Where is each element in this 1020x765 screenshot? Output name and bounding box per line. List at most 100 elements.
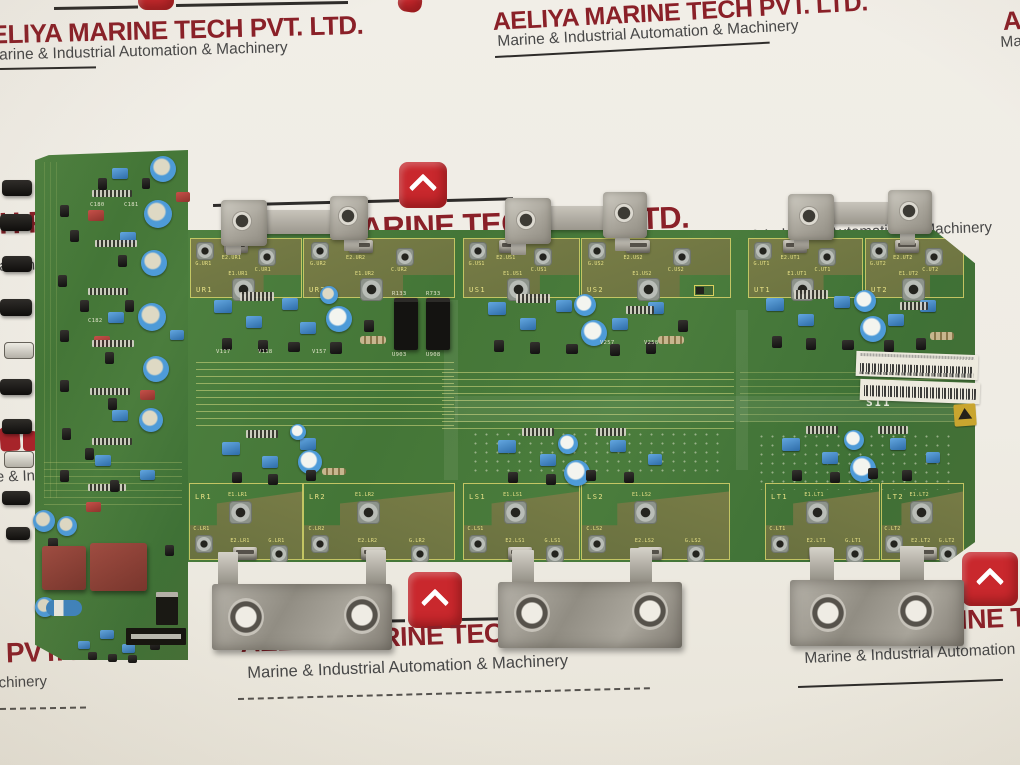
busbar-foot — [810, 548, 834, 584]
pad-label-c: C.UT2 — [922, 267, 939, 273]
component-capacitor-red — [176, 192, 190, 202]
component-transistor — [258, 340, 268, 352]
component-transistor — [508, 472, 518, 483]
pad-label-e1: E1.US2 — [632, 271, 652, 277]
busbar-foot — [615, 238, 630, 251]
pad-c — [926, 249, 943, 265]
component-transistor — [70, 230, 79, 242]
busbar-hole — [799, 206, 819, 226]
pad-g — [311, 243, 328, 259]
pad-label-c: C.LT1 — [769, 526, 786, 532]
component-capacitor-electrolytic — [581, 320, 607, 346]
pad-label-c: C.LR1 — [193, 526, 210, 532]
busbar-hole — [899, 201, 919, 221]
pad-label-e1: E1.LR2 — [355, 492, 375, 498]
component-transistor — [88, 652, 97, 660]
esd-warning-sticker — [953, 403, 977, 427]
driver-section-us2: G.US2 E2.US2 C.US2 E1.US2 US2 — [581, 238, 731, 300]
clip-e2 — [232, 547, 257, 560]
component-capacitor-electrolytic — [141, 250, 167, 276]
component-diode — [0, 379, 32, 395]
component-capacitor-blue — [556, 300, 572, 312]
component-capacitor-blue — [498, 440, 516, 453]
pcb-traces — [196, 362, 454, 426]
component-transistor — [288, 342, 300, 352]
component-capacitor-blue — [112, 410, 128, 421]
component-capacitor-blue — [300, 438, 316, 450]
pad-label-c: C.LR2 — [308, 526, 325, 532]
aeliya-logo — [396, 0, 424, 14]
busbar-bottom-1 — [210, 548, 395, 652]
busbar-hole — [516, 210, 536, 230]
barcode-icon — [863, 385, 977, 400]
pad-g — [270, 546, 287, 562]
watermark-rule — [0, 66, 97, 70]
component-resistor-array — [626, 306, 654, 314]
component-capacitor-blue — [782, 438, 800, 451]
component-diode — [6, 527, 30, 540]
ref-v258: V258 — [644, 340, 659, 346]
busbar-hole — [228, 598, 264, 636]
pad-label-e1: E1.LR1 — [228, 492, 248, 498]
driver-section-ut2: G.UT2 E2.UT2 C.UT2 E1.UT2 UT2 — [865, 238, 964, 300]
component-capacitor-blue — [112, 168, 128, 179]
pad-label-e2: E2.US2 — [623, 255, 643, 261]
pad-label-e1: E1.UT1 — [787, 271, 807, 277]
pad-g — [196, 243, 213, 259]
component-diode — [2, 419, 32, 434]
component-transistor — [60, 470, 69, 482]
pad-c — [535, 249, 552, 265]
pad-label-e2: E2.UT1 — [780, 255, 800, 261]
component-capacitor-red — [88, 210, 104, 221]
component-transistor — [916, 338, 926, 350]
pad-label-e2: E2.UR2 — [346, 255, 366, 261]
busbar-foot — [366, 550, 386, 586]
component-transistor — [806, 338, 816, 350]
component-transistor — [125, 300, 134, 312]
component-resistor-array — [95, 240, 137, 247]
clip-e2 — [626, 240, 651, 253]
watermark-rule — [798, 678, 1003, 688]
pad-c — [673, 249, 690, 265]
component-transistor — [110, 480, 119, 492]
section-label: LT1 — [771, 493, 789, 501]
pad-e1 — [361, 279, 382, 300]
component-capacitor-blue — [122, 644, 135, 653]
component-capacitor-electrolytic — [143, 356, 169, 382]
pad-label-e1: E1.LS1 — [503, 492, 523, 498]
component-capacitor-electrolytic — [144, 200, 172, 228]
pad-c — [311, 536, 328, 552]
pad-label-g: G.UT1 — [753, 261, 770, 267]
component-capacitor-electrolytic — [57, 516, 77, 536]
component-resistor-array — [88, 484, 126, 491]
pad-label-g: G.UT2 — [869, 261, 886, 267]
pad-e1 — [902, 279, 924, 300]
busbar-hole — [514, 594, 550, 632]
section-label: UR1 — [196, 286, 214, 294]
watermark-rule — [0, 706, 87, 710]
ref-r133: R133 — [392, 291, 407, 297]
pad-label-e2: E2.US1 — [496, 255, 516, 261]
busbar-hole — [232, 211, 252, 231]
section-label: LS1 — [469, 493, 487, 501]
component-transistor — [62, 428, 71, 440]
ref-v157: V157 — [312, 349, 327, 355]
component-capacitor-electrolytic — [150, 156, 176, 182]
pad-label-c: C.LS1 — [467, 526, 484, 532]
component-diode — [0, 214, 32, 231]
component-capacitor-blue — [246, 316, 262, 328]
pad-label-e2: E2.UR1 — [221, 255, 242, 261]
component-transistor — [58, 275, 67, 287]
busbar-hole — [614, 203, 634, 223]
component-capacitor-electrolytic — [558, 434, 578, 454]
busbar-hole — [898, 592, 934, 630]
pad-g — [940, 546, 957, 562]
busbar-foot — [511, 242, 526, 255]
component-resistor-array — [516, 294, 550, 303]
watermark-rule — [238, 687, 650, 700]
busbar-foot — [630, 548, 652, 584]
watermark-title-fragment: AELIYA MARINE TECH PVT. LTD. — [1002, 0, 1020, 36]
component-transistor — [128, 655, 137, 663]
busbar-top-2 — [503, 190, 649, 255]
pad-label-e2: E2.LR2 — [358, 538, 378, 544]
